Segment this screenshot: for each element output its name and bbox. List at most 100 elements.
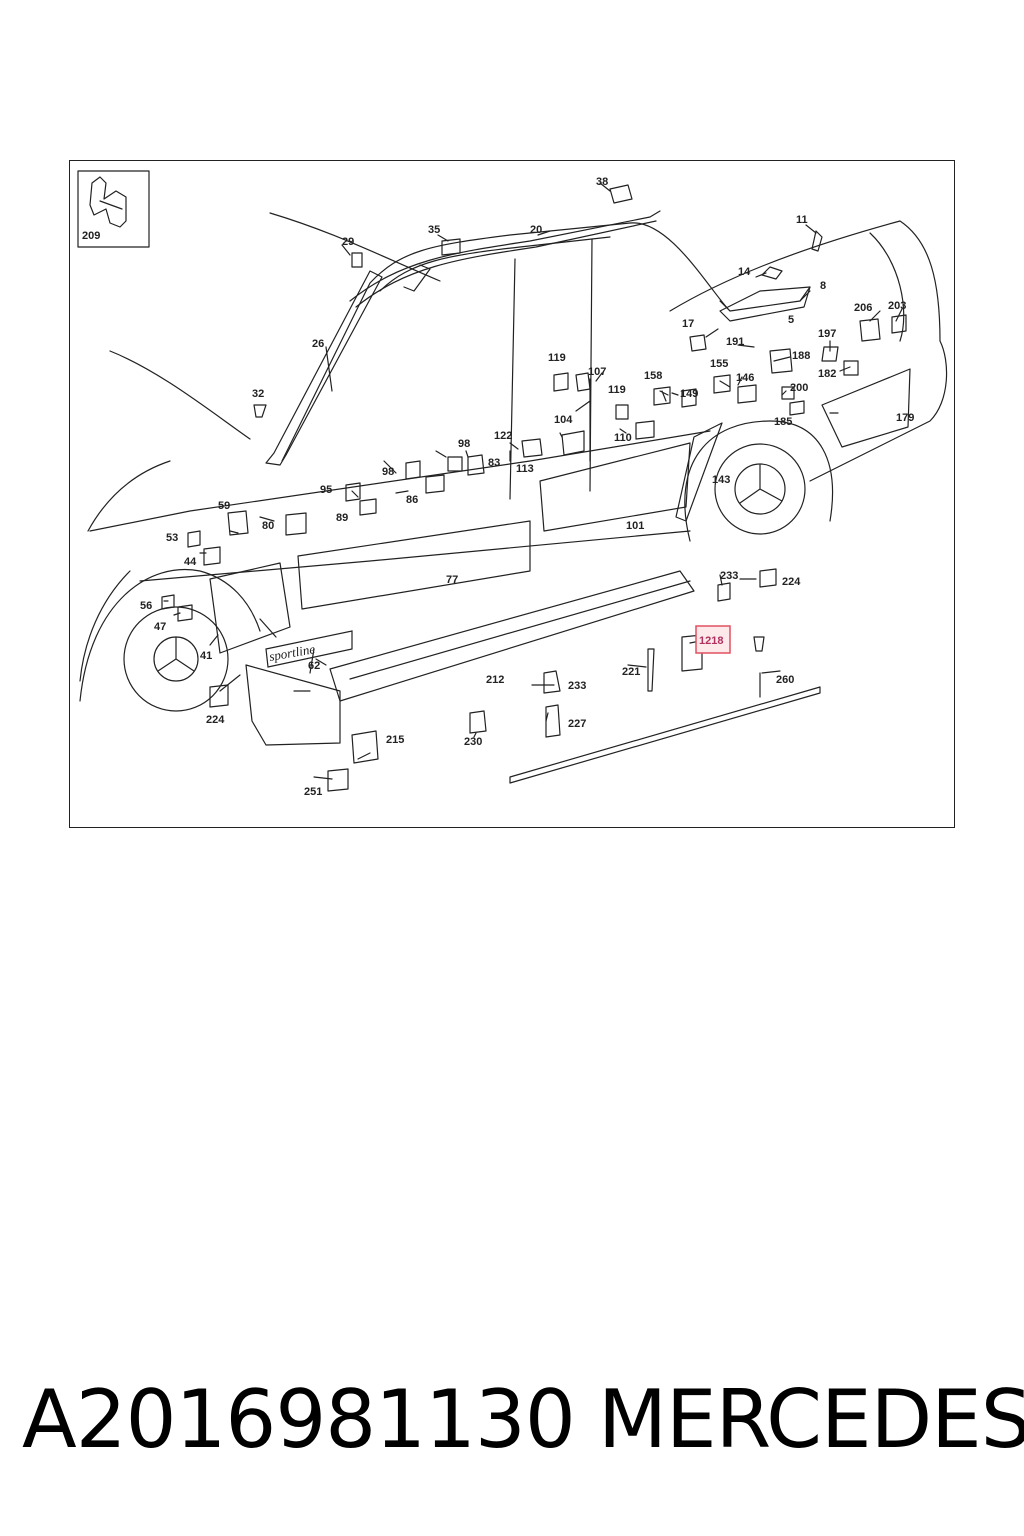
door-lower-line — [139, 530, 691, 582]
callout-35: 35 — [428, 224, 440, 236]
callout-47: 47 — [154, 621, 166, 633]
clip-119b — [615, 404, 629, 420]
clip-230 — [469, 710, 487, 734]
callout-260: 260 — [776, 674, 794, 686]
callout-143: 143 — [712, 474, 730, 486]
inset-box — [77, 170, 150, 248]
callout-8: 8 — [820, 280, 826, 292]
callout-149: 149 — [680, 388, 698, 400]
callout-62: 62 — [308, 660, 320, 672]
rear-wheel-arch — [684, 420, 834, 542]
clip-215 — [351, 730, 379, 764]
rocker-panel-ridge — [349, 580, 691, 680]
fender-trim-41 — [209, 562, 291, 654]
clip-44 — [203, 546, 221, 566]
screw-227 — [545, 704, 561, 738]
clip-11 — [811, 230, 823, 252]
callout-224a: 224 — [206, 714, 225, 726]
callout-95: 95 — [320, 484, 332, 496]
highlight-box — [695, 625, 731, 654]
callout-53: 53 — [166, 532, 178, 544]
callout-59: 59 — [218, 500, 230, 512]
clip-233b — [543, 670, 561, 694]
clip-185 — [789, 400, 805, 416]
callout-179: 179 — [896, 412, 914, 424]
clip-56 — [161, 594, 175, 610]
roof-inner — [379, 236, 611, 292]
door-trim-101 — [539, 442, 691, 532]
callout-230: 230 — [464, 736, 482, 748]
callout-29: 29 — [342, 236, 354, 248]
callout-98a: 98 — [458, 438, 470, 450]
clip-89 — [359, 498, 377, 516]
clip-251 — [327, 768, 349, 792]
callout-89: 89 — [336, 512, 348, 524]
front-wheel-arch — [79, 569, 261, 702]
clip-35 — [441, 238, 461, 256]
callout-20: 20 — [530, 224, 542, 236]
callout-122: 122 — [494, 430, 512, 442]
clip-149 — [681, 388, 697, 408]
rocker-panel-212 — [329, 570, 695, 702]
callout-227: 227 — [568, 718, 586, 730]
roof-trim-20-inner — [355, 220, 657, 308]
callout-101: 101 — [626, 520, 644, 532]
rear-hubcap — [734, 463, 786, 515]
callout-224b: 224 — [782, 576, 801, 588]
rear-trim-179 — [821, 368, 911, 448]
diagram-drawing: sportline 209 38 20 35 29 11 14 8 5 26 1… — [77, 170, 948, 798]
rear-wheel — [714, 443, 806, 535]
front-star-emblem — [157, 636, 195, 672]
callout-209: 209 — [82, 230, 100, 242]
clip-98b — [405, 460, 421, 480]
clip-17 — [689, 334, 707, 352]
callout-110: 110 — [614, 432, 632, 444]
brand-name: MERCEDES — [598, 1373, 1024, 1466]
part-number: A2016981130 — [22, 1373, 576, 1466]
caption-bar: A2016981130 MERCEDES — [0, 1370, 1024, 1480]
callout-200: 200 — [790, 382, 808, 394]
callout-41: 41 — [200, 650, 212, 662]
clip-155 — [713, 374, 731, 394]
clip-47 — [177, 604, 193, 622]
clip-53 — [187, 530, 201, 548]
callout-119b: 119 — [608, 384, 626, 396]
clip-203 — [891, 314, 907, 334]
rear-star-emblem — [739, 464, 783, 504]
callout-1218: 1218 — [699, 635, 723, 647]
clip-14 — [761, 266, 783, 280]
strap-221 — [647, 648, 655, 692]
c-pillar-line — [869, 232, 905, 342]
callout-233b: 233 — [568, 680, 586, 692]
callout-212: 212 — [486, 674, 504, 686]
callout-233a: 233 — [720, 570, 738, 582]
front-wheel — [123, 606, 229, 712]
clip-158 — [653, 386, 671, 406]
callout-107: 107 — [588, 366, 606, 378]
callout-38: 38 — [596, 176, 608, 188]
front-fender-line — [87, 460, 171, 532]
callout-17: 17 — [682, 318, 694, 330]
callout-80: 80 — [262, 520, 274, 532]
callout-206: 206 — [854, 302, 872, 314]
callout-104: 104 — [554, 414, 573, 426]
inset-bracket-edge — [99, 200, 123, 210]
clip-110 — [635, 420, 655, 440]
front-bumper-line — [79, 570, 131, 682]
skirt-front-62 — [245, 664, 341, 746]
callout-215: 215 — [386, 734, 404, 746]
callout-labels: 209 38 20 35 29 11 14 8 5 26 17 191 188 … — [82, 176, 914, 798]
clip-119a — [553, 372, 569, 392]
quarter-trim-143 — [675, 422, 723, 522]
clip-59 — [227, 510, 249, 536]
clip-233a — [717, 582, 731, 602]
clip-188 — [769, 348, 793, 374]
clip-32 — [253, 404, 267, 418]
clip-197 — [821, 346, 839, 362]
clip-98a — [447, 456, 463, 472]
callout-11: 11 — [796, 214, 808, 226]
callout-191: 191 — [726, 336, 744, 348]
callout-188: 188 — [792, 350, 810, 362]
clip-29 — [351, 252, 363, 268]
callout-155: 155 — [710, 358, 728, 370]
